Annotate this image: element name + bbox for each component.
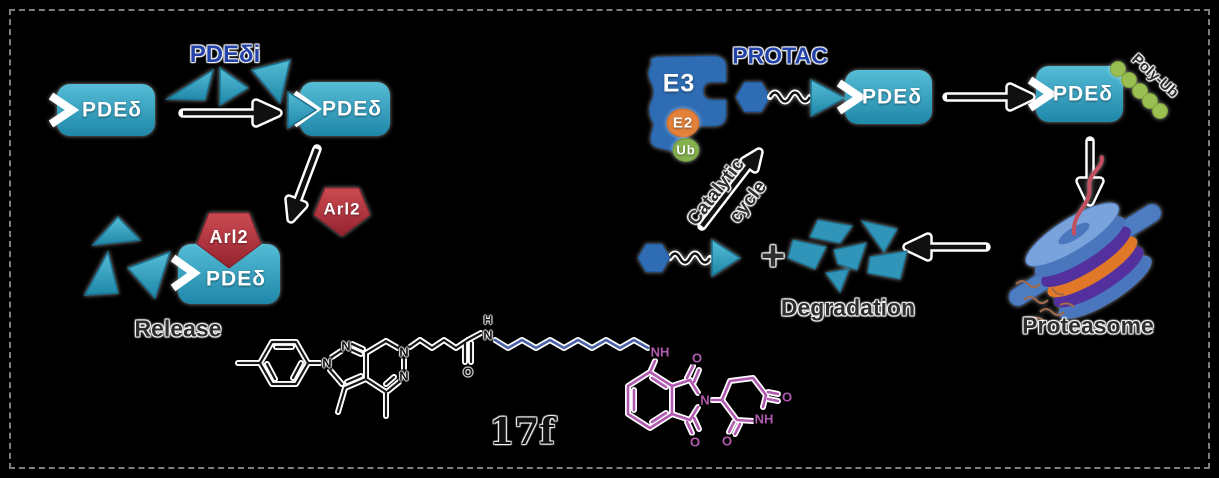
poly-ub-chain xyxy=(1110,61,1168,119)
atom-label-n: N xyxy=(398,344,410,360)
pde-protac-label: PDEδ xyxy=(862,85,922,109)
atom-label-h: H xyxy=(482,313,494,327)
ub-label: Ub xyxy=(676,142,696,158)
pde-inhibitor-complex-box xyxy=(287,82,390,136)
pde-polyub-box xyxy=(1027,66,1123,122)
arl2-docked-label: Arl2 xyxy=(209,227,249,247)
atom-label-nh: NH xyxy=(753,411,775,427)
pdedi-label: PDEδi xyxy=(189,41,261,68)
released-inhibitor-triangles xyxy=(83,215,172,300)
protac-molecule xyxy=(670,78,847,263)
atom-label-n: N xyxy=(699,392,711,408)
release-label: Release xyxy=(134,315,222,342)
pde-complex-label: PDEδ xyxy=(322,97,382,121)
substrate-thread xyxy=(1071,155,1104,236)
proteasome-graphic xyxy=(1008,155,1162,322)
protac-warhead-triangle xyxy=(810,78,847,118)
pde-protac-box xyxy=(836,70,932,124)
pde-free-box xyxy=(48,84,155,136)
arl2-docked-pentagon xyxy=(196,212,262,269)
atom-label-nh: NH xyxy=(649,344,671,360)
protac-label: PROTAC xyxy=(732,42,828,69)
atom-label-n: N xyxy=(398,368,410,384)
e3-label: E3 xyxy=(662,69,696,98)
atom-label-n: N xyxy=(340,338,352,354)
degradation-fragments xyxy=(787,219,908,294)
arl2-free-pentagon xyxy=(313,187,371,237)
pde-free-label: PDEδ xyxy=(82,98,142,122)
pdedi-inhibitor-triangles xyxy=(164,58,292,107)
protac-e3-binder-hexagon xyxy=(735,81,771,113)
proteasome-label: Proteasome xyxy=(1022,312,1154,339)
ub-ubiquitin xyxy=(672,138,700,162)
atom-label-o: O xyxy=(688,434,702,450)
e2-enzyme xyxy=(666,108,700,138)
docked-inhibitor-triangle xyxy=(287,90,318,130)
compound-id-label: 17f xyxy=(489,411,555,453)
atom-label-o: O xyxy=(690,350,704,366)
plus-sign: + xyxy=(760,232,786,279)
pde-arl2-complex-label: PDEδ xyxy=(206,267,266,291)
pde-notch-chevron xyxy=(48,92,80,128)
recycled-protac xyxy=(637,238,742,278)
degraded-peptides-squiggles xyxy=(1015,280,1075,322)
arl2-free-label: Arl2 xyxy=(323,199,361,219)
atom-label-n: N xyxy=(321,355,333,371)
arl2-pde-complex xyxy=(170,212,280,304)
pde-polyub-label: PDEδ xyxy=(1053,82,1113,106)
e2-label: E2 xyxy=(672,114,694,132)
atom-label-o: O xyxy=(461,364,475,380)
atom-label-o: O xyxy=(720,433,734,449)
atom-label-o: O xyxy=(780,389,794,405)
atom-label-n: N xyxy=(482,327,494,343)
degradation-label: Degradation xyxy=(780,294,916,321)
